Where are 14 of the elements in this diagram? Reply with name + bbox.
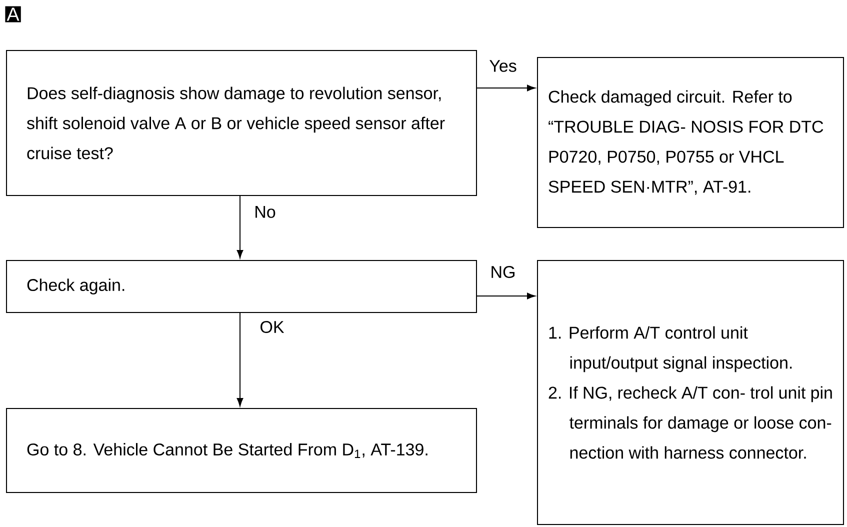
edge-label: No	[253, 205, 277, 219]
process-box: Check damaged circuit. Refer to “TROUBLE DIAG- NOSIS FOR DTC P0720, P0750, P0755 or VHCL SPEED SEN·MTR”, AT-91.	[537, 57, 844, 228]
process-box: Check again.	[6, 260, 477, 313]
edge-label: NG	[489, 264, 517, 279]
process-box: 1. Perform A/T control unit input/output signal inspection. 2. If NG, recheck A/T con- trol unit pin terminals for damage or loose con- nection with harness connector.	[537, 260, 844, 525]
section-letter: A	[5, 6, 21, 22]
arrow	[236, 196, 244, 258]
arrow	[476, 84, 536, 92]
process-box: Go to 8. Vehicle Cannot Be Started From D$_{1}$, AT-139.	[6, 408, 477, 493]
process-box: Does self-diagnosis show damage to revolution sensor, shift solenoid valve A or B or vehicle speed sensor after cruise test?	[6, 50, 477, 196]
edge-label: Yes	[488, 59, 518, 73]
arrow	[236, 312, 244, 406]
arrow	[476, 292, 536, 300]
edge-label: OK	[258, 320, 286, 334]
